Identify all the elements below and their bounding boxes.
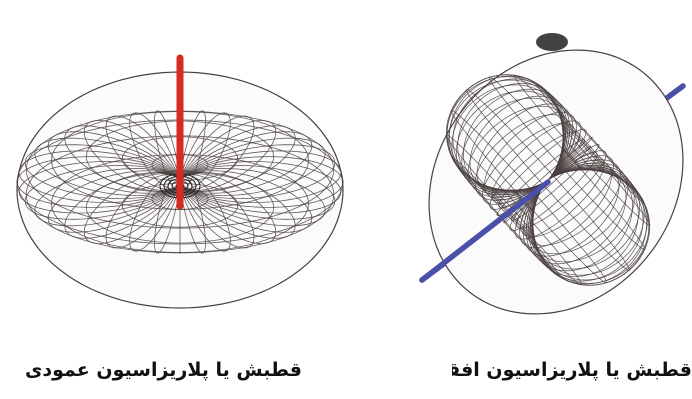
vertical-polarization-pattern (16, 54, 344, 309)
caption-horizontal-polarization: قطبش یا پلاریزاسیون افقی (452, 359, 692, 381)
horizontal-axis-rod-front (419, 179, 551, 283)
caption-vertical-polarization: قطبش یا پلاریزاسیون عمودی (24, 359, 302, 381)
horizontal-polarization-pattern (419, 33, 686, 315)
